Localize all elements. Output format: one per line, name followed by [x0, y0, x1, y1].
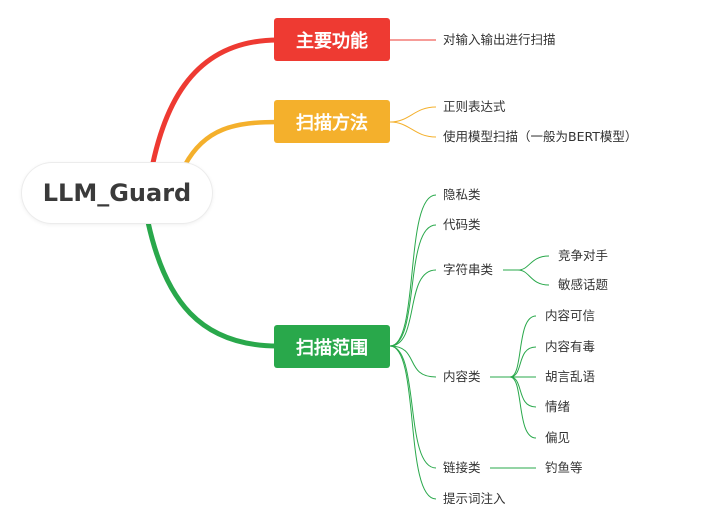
leaf-scan-input-output[interactable]: 对输入输出进行扫描: [443, 32, 556, 47]
leaf-string[interactable]: 字符串类: [443, 262, 494, 277]
leaf-regex[interactable]: 正则表达式: [443, 99, 506, 114]
leaf-string-competitors[interactable]: 竞争对手: [558, 248, 609, 263]
connector-scan-scope-leaves: [389, 194, 550, 500]
leaf-content-gibberish[interactable]: 胡言乱语: [545, 369, 596, 384]
connector-root-to-scan-method: [182, 119, 281, 168]
connector-root-to-main-function: [145, 37, 281, 193]
connector-root-to-scan-scope: [145, 219, 281, 349]
leaf-model-scan[interactable]: 使用模型扫描（一般为BERT模型）: [443, 129, 638, 144]
leaf-prompt-injection[interactable]: 提示词注入: [443, 491, 506, 506]
branch-scan-method[interactable]: 扫描方法: [274, 100, 390, 143]
leaf-content-emotion[interactable]: 情绪: [545, 399, 571, 414]
leaf-code[interactable]: 代码类: [443, 217, 481, 232]
leaf-content[interactable]: 内容类: [443, 369, 481, 384]
branch-scan-scope[interactable]: 扫描范围: [274, 325, 390, 368]
branch-main-function[interactable]: 主要功能: [274, 18, 390, 61]
leaf-content-bias[interactable]: 偏见: [545, 430, 571, 445]
leaf-string-sensitive-topics[interactable]: 敏感话题: [558, 277, 609, 292]
leaf-link-phishing[interactable]: 钓鱼等: [545, 460, 583, 475]
leaf-privacy[interactable]: 隐私类: [443, 187, 481, 202]
root-node[interactable]: LLM_Guard: [22, 163, 212, 223]
leaf-link[interactable]: 链接类: [443, 460, 481, 475]
connector-scan-method-leaves: [389, 106, 437, 138]
leaf-content-toxic[interactable]: 内容有毒: [545, 339, 596, 354]
leaf-content-credible[interactable]: 内容可信: [545, 308, 596, 323]
